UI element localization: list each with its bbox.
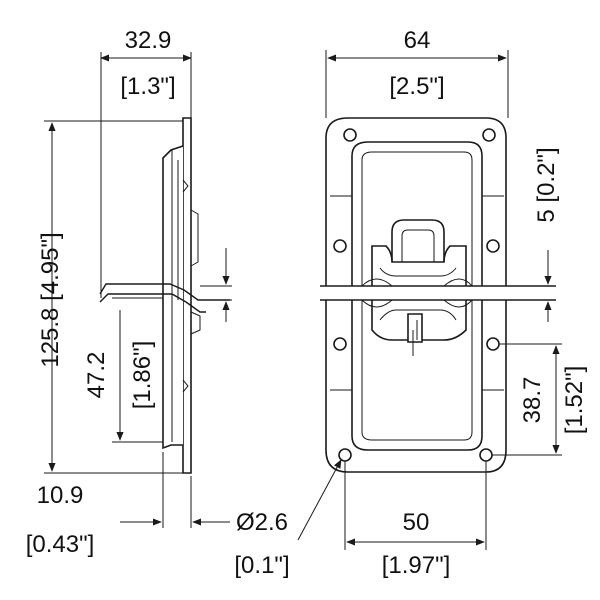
mounting-hole	[482, 128, 496, 142]
latch-arm-upper	[99, 283, 230, 301]
width-mm-label: 64	[404, 27, 431, 54]
side-view: 32.9 [1.3"] 125.8 [4.95"] 47.2 [1.86"]	[26, 27, 232, 558]
mounting-hole	[486, 239, 500, 253]
height-mm-label: 125.8	[37, 308, 64, 368]
width-in-label: [2.5"]	[389, 73, 444, 100]
hole-spacing-in-label: [1.97"]	[382, 552, 451, 579]
flange-in-label: [0.43"]	[26, 531, 95, 558]
front-view: 64 [2.5"] 5	[234, 27, 588, 579]
handle-loop	[391, 219, 445, 262]
hole-offset-in-label: [1.52"]	[561, 366, 588, 435]
split-notch-bottom	[361, 299, 473, 308]
body-profile	[162, 145, 184, 450]
split-band	[320, 286, 520, 300]
latch-in-label: [1.86"]	[129, 341, 156, 410]
lock-tab	[407, 313, 423, 343]
latch-bump	[190, 209, 199, 267]
split-notch-top	[361, 278, 473, 287]
latch-detail	[379, 309, 457, 321]
latch-catch	[190, 311, 201, 335]
mounting-hole	[343, 128, 357, 142]
flange-mm-label: 10.9	[37, 482, 84, 509]
hole-spacing-mm-label: 50	[403, 509, 430, 536]
depth-in-label: [1.3"]	[120, 73, 175, 100]
handle-inner	[401, 229, 435, 262]
latch-mm-label: 47.2	[83, 352, 110, 399]
mounting-hole	[486, 337, 500, 351]
plate-bend-lines	[330, 195, 504, 391]
mounting-hole	[333, 337, 347, 351]
hole-dia-mm-label: Ø2.6	[236, 509, 288, 536]
diameter-leader	[297, 459, 342, 541]
mounting-hole	[333, 239, 347, 253]
height-in-label: [4.95"]	[37, 232, 64, 301]
dish-inner-edge	[361, 151, 473, 441]
height-label: 125.8 [4.95"]	[37, 232, 64, 367]
gap-label: 5 [0.2"]	[533, 147, 560, 222]
hole-offset-mm-label: 38.7	[519, 377, 546, 424]
mounting-hole	[338, 448, 352, 462]
flange-plate	[182, 117, 192, 474]
latch-arm-lower	[99, 293, 206, 313]
mounting-hole	[479, 448, 493, 462]
depth-mm-label: 32.9	[125, 27, 172, 54]
body-detail	[182, 179, 189, 193]
body-detail	[182, 379, 189, 393]
latch-detail	[379, 267, 457, 277]
hole-dia-in-label: [0.1"]	[234, 552, 289, 579]
